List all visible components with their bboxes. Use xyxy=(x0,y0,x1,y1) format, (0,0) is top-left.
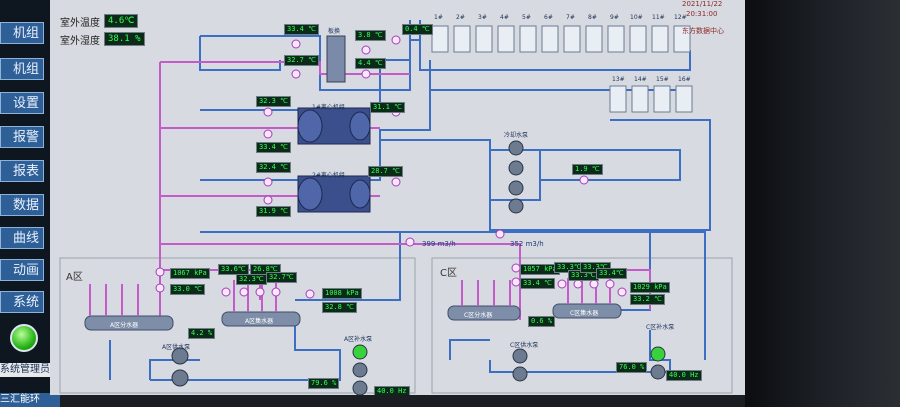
time-label: 20:31:00 xyxy=(686,10,718,18)
tower-label: 16# xyxy=(678,76,691,83)
area-a-pct: 79.6 % xyxy=(308,378,340,389)
date-label: 2021/11/22 xyxy=(682,0,723,8)
tower-label: 8# xyxy=(588,14,597,21)
chiller-2-readout-2: 31.9 ℃ xyxy=(256,206,291,217)
tower-label: 2# xyxy=(456,14,465,21)
scada-screen: 室外温度 4.6℃ 室外湿度 38.1 % 2021/11/22 20:31:0… xyxy=(50,0,745,395)
readout-top-4: 4.4 ℃ xyxy=(355,58,386,69)
readout-top-2: 32.7 ℃ xyxy=(284,55,319,66)
area-a-frame xyxy=(59,257,416,394)
area-a-supply-header-label: A区分水器 xyxy=(110,322,139,329)
sidebar-item-report[interactable]: 报表 xyxy=(0,160,44,182)
area-a-temp: 33.0 ℃ xyxy=(170,284,205,295)
area-c-pressure-2: 1029 kPa xyxy=(630,282,670,293)
tower-label: 13# xyxy=(612,76,625,83)
area-a-readout-4: 32.7℃ xyxy=(266,272,297,283)
area-a-title: A区 xyxy=(66,272,83,283)
tower-label: 12# xyxy=(674,14,687,21)
readout-top-1: 33.4 ℃ xyxy=(284,24,319,35)
tower-label: 3# xyxy=(478,14,487,21)
area-a-readout-3: 26.8℃ xyxy=(250,264,281,275)
area-a-pump-group-2-label: A区补水泵 xyxy=(344,336,373,343)
tower-label: 9# xyxy=(610,14,619,21)
tower-label: 11# xyxy=(652,14,665,21)
plate-exchanger-icon xyxy=(326,35,346,83)
sidebar-item-unit-2[interactable]: 机组 xyxy=(0,58,44,80)
tower-label: 14# xyxy=(634,76,647,83)
chiller-1-readout-3: 31.1 ℃ xyxy=(370,102,405,113)
outdoor-humidity-label: 室外湿度 xyxy=(60,36,100,47)
cooling-pump-label: 冷却水泵 xyxy=(504,132,529,139)
tower-label: 4# xyxy=(500,14,509,21)
chiller-2-icon xyxy=(297,175,371,213)
sidebar-item-alarm[interactable]: 报警 xyxy=(0,126,44,148)
readout-top-3: 3.8 ℃ xyxy=(355,30,386,41)
sidebar-item-data[interactable]: 数据 xyxy=(0,194,44,216)
area-c-frame xyxy=(431,257,733,394)
chiller-1-readout-1: 32.3 ℃ xyxy=(256,96,291,107)
outdoor-temp-label: 室外温度 xyxy=(60,18,100,29)
area-c-readout-4: 33.4℃ xyxy=(596,268,627,279)
sidebar-item-curve[interactable]: 曲线 xyxy=(0,227,44,249)
area-c-readout-3: 33.3℃ xyxy=(580,262,611,273)
tower-label: 7# xyxy=(566,14,575,21)
area-c-title: C区 xyxy=(440,268,457,279)
sidebar-item-animation[interactable]: 动画 xyxy=(0,259,44,281)
tower-label: 15# xyxy=(656,76,669,83)
area-c-pump-group-2-label: C区补水泵 xyxy=(646,324,675,331)
sidebar-item-unit-1[interactable]: 机组 xyxy=(0,22,44,44)
tower-label: 6# xyxy=(544,14,553,21)
sidebar-item-system[interactable]: 系统 xyxy=(0,291,44,313)
area-a-return-header-label: A区集水器 xyxy=(245,318,274,325)
sidebar-item-settings[interactable]: 设置 xyxy=(0,92,44,114)
pipe-diagram xyxy=(59,20,733,395)
exchanger-label: 板换 xyxy=(328,28,341,35)
area-c-pct: 76.0 % xyxy=(616,362,648,373)
company-label: 三汇能环 xyxy=(0,393,60,407)
chiller-1-label: 1#离心机组 xyxy=(312,104,345,111)
area-c-temp-2: 33.2 ℃ xyxy=(630,294,665,305)
area-c-valve-opening: 0.6 % xyxy=(528,316,556,327)
operator-label: 系统管理员 xyxy=(0,363,52,377)
chiller-2-readout-3: 28.7 ℃ xyxy=(368,166,403,177)
outdoor-temp-value: 4.6℃ xyxy=(104,14,139,28)
mid-readout: 1.9 ℃ xyxy=(572,164,603,175)
area-a-valve-opening: 4.2 % xyxy=(188,328,216,339)
area-c-temp: 33.4 ℃ xyxy=(520,278,555,289)
monitor-bezel-right xyxy=(745,0,900,407)
area-a-hz: 40.0 Hz xyxy=(374,386,410,395)
readout-top-5: 0.4 ℃ xyxy=(402,24,433,35)
area-a-pressure-2: 1008 kPa xyxy=(322,288,362,299)
chiller-1-readout-2: 33.4 ℃ xyxy=(256,142,291,153)
area-a-readout-2: 32.3℃ xyxy=(236,274,267,285)
area-a-pressure: 1067 kPa xyxy=(170,268,210,279)
site-label: 东方数据中心 xyxy=(682,27,724,35)
area-a-temp-2: 32.8 ℃ xyxy=(322,302,357,313)
status-led-icon[interactable] xyxy=(10,324,38,352)
area-c-pump-group-1-label: C区供水泵 xyxy=(510,342,539,349)
chiller-2-label: 2#离心机组 xyxy=(312,172,345,179)
flow-readout-1: 399 m3/h xyxy=(422,240,456,248)
tower-label: 10# xyxy=(630,14,643,21)
area-a-pump-group-1-label: A区供水泵 xyxy=(162,344,191,351)
chiller-1-icon xyxy=(297,107,371,145)
area-c-supply-header-label: C区分水器 xyxy=(464,312,493,319)
area-c-return-header-label: C区集水器 xyxy=(570,310,599,317)
tower-label: 1# xyxy=(434,14,443,21)
area-c-hz: 40.0 Hz xyxy=(666,370,702,381)
area-a-readout-1: 33.6℃ xyxy=(218,264,249,275)
chiller-2-readout-1: 32.4 ℃ xyxy=(256,162,291,173)
flow-readout-2: 352 m3/h xyxy=(510,240,544,248)
outdoor-humidity-value: 38.1 % xyxy=(104,32,145,46)
tower-label: 5# xyxy=(522,14,531,21)
